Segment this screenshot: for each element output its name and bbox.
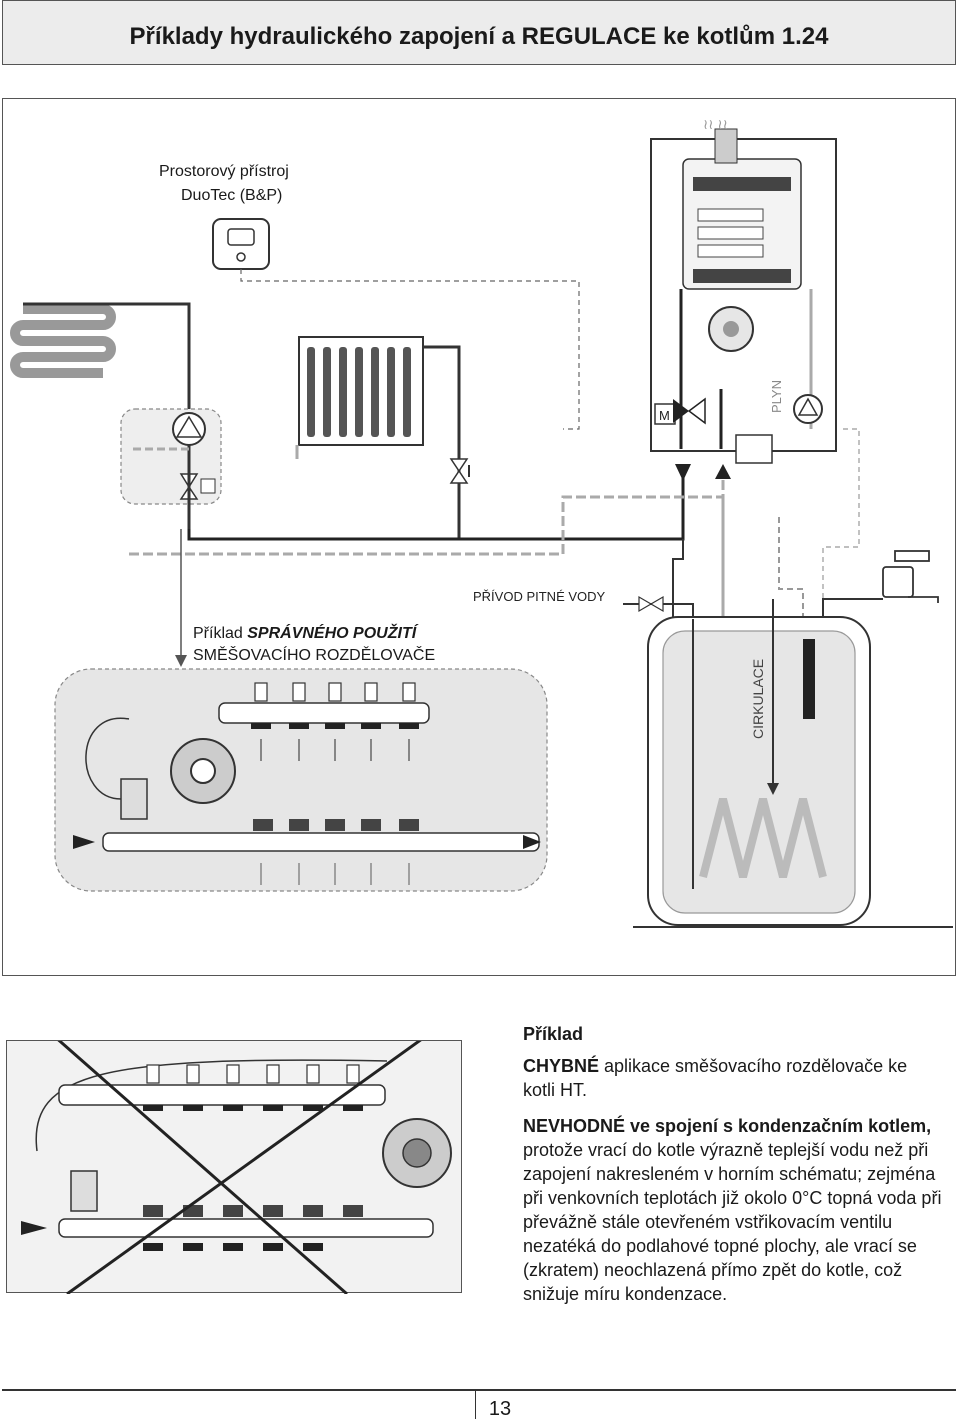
inlet-valve-icon	[638, 595, 653, 613]
manifold-supply	[218, 702, 430, 724]
wrong-thermostat-head-icon	[70, 1170, 98, 1212]
return-pipe	[129, 469, 725, 556]
page-number: 13	[488, 1398, 512, 1420]
correct-prefix: Příklad	[193, 625, 248, 642]
manifold-return	[102, 832, 540, 852]
page-title: Příklady hydraulického zapojení a REGULA…	[129, 23, 829, 50]
footer-rule	[2, 1389, 956, 1391]
underfloor-coil	[10, 304, 116, 378]
footer-divider	[475, 1389, 476, 1419]
wrong-example-description: Příklad CHYBNÉ aplikace směšovacího rozd…	[523, 1022, 943, 1306]
wrong-example-paragraph-2: NEVHODNÉ ve spojení s kondenzačním kotle…	[523, 1114, 943, 1306]
wrong-emphasis: CHYBNÉ	[523, 1056, 600, 1076]
wrong-example-diagram	[6, 1019, 462, 1296]
thermostatic-head-icon	[120, 778, 148, 820]
upper-diagram: ≀≀ ≀≀ M PLYN	[2, 98, 956, 976]
hydraulic-diagram-svg: ≀≀ ≀≀ M PLYN	[10, 116, 953, 928]
gas-label: PLYN	[769, 380, 784, 413]
potable-water-label: PŘÍVOD PITNÉ VODY	[473, 589, 606, 604]
correct-emphasis: SPRÁVNÉHO POUŽITÍ	[247, 625, 417, 642]
radiator-valve-icon	[449, 458, 469, 473]
room-device-title: Prostorový přístroj	[159, 163, 289, 180]
correct-usage-subtitle: SMĚŠOVACÍHO ROZDĚLOVAČE	[193, 647, 436, 664]
tap-icon	[882, 550, 939, 603]
correct-usage-heading: Příklad SPRÁVNÉHO POUŽITÍ	[193, 625, 416, 643]
tank-sensor	[803, 639, 815, 719]
wrong-rest: aplikace směšovacího rozdělovače ke kotl…	[523, 1056, 908, 1100]
svg-text:≀≀ ≀≀: ≀≀ ≀≀	[703, 116, 728, 132]
wrong-manifold-supply	[58, 1084, 386, 1106]
unsuitable-emphasis: NEVHODNÉ ve spojení s kondenzačním kotle…	[523, 1116, 932, 1136]
wrong-manifold-return	[58, 1218, 434, 1238]
wrong-example-svg	[21, 1019, 452, 1296]
circulation-label: CIRKULACE	[750, 659, 766, 739]
motor-label: M	[659, 408, 670, 423]
unsuitable-rest: protože vrací do kotle výrazně teplejší …	[523, 1140, 942, 1304]
wrong-example-paragraph-1: CHYBNÉ aplikace směšovacího rozdělovače …	[523, 1054, 943, 1102]
wrong-example-heading: Příklad	[523, 1024, 584, 1044]
header-box: Příklady hydraulického zapojení a REGULA…	[2, 0, 956, 65]
cross-line-1	[36, 1019, 348, 1296]
flow-pipe	[187, 469, 685, 541]
room-device-model: DuoTec (B&P)	[181, 187, 283, 204]
cross-line-2	[66, 1019, 448, 1296]
